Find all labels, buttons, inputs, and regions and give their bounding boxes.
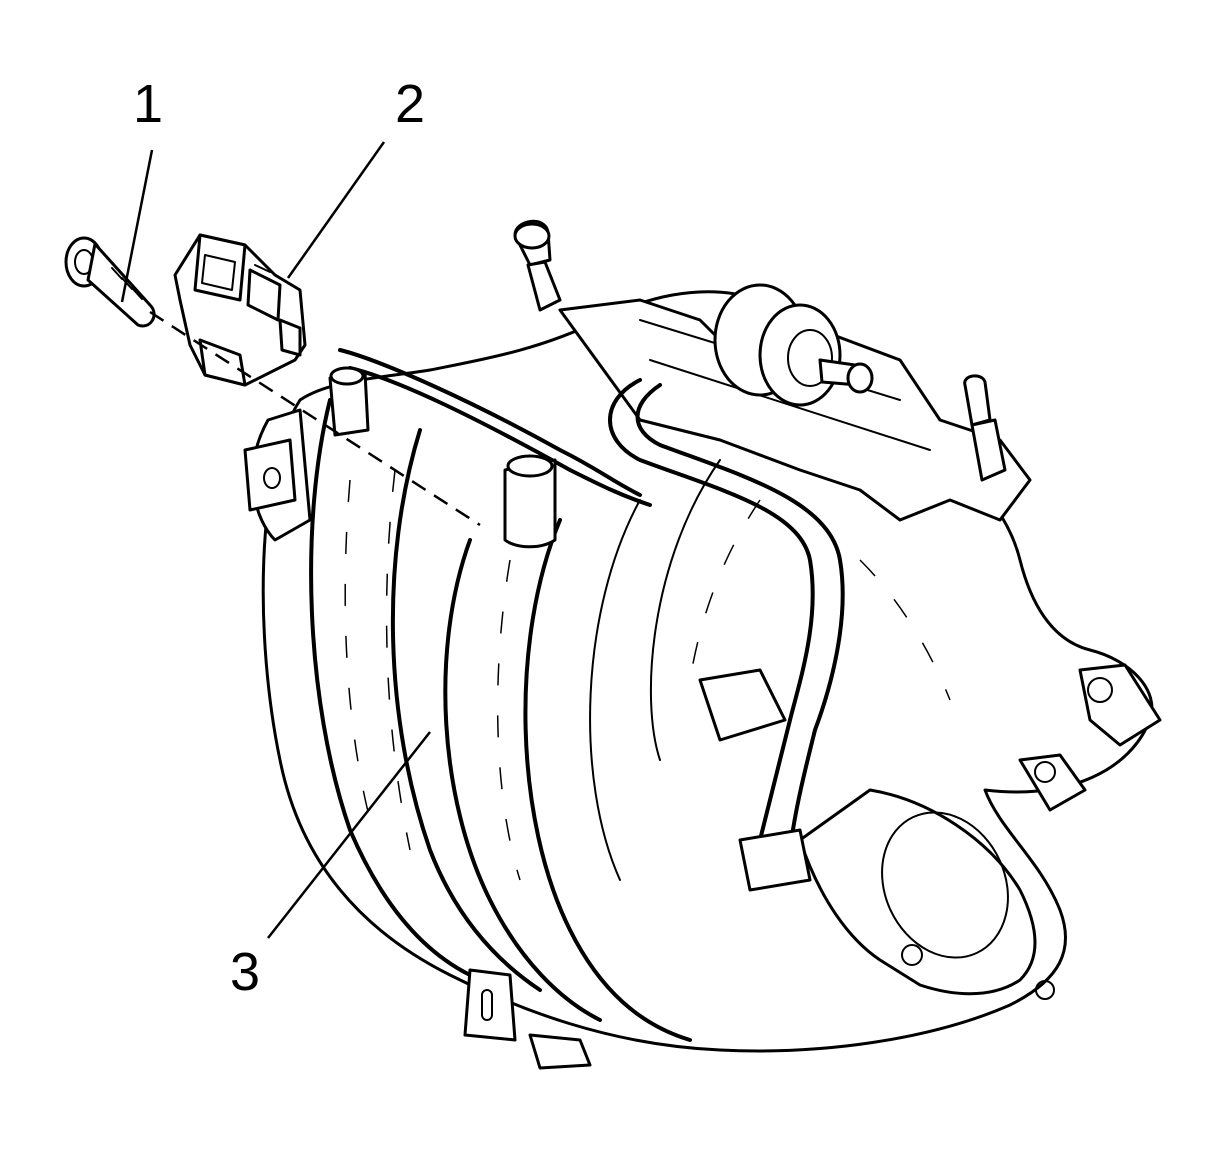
callout-label-2: 2 — [395, 74, 425, 134]
leader-line-1 — [120, 149, 154, 303]
installation-path — [149, 310, 481, 527]
callout-label-1: 1 — [133, 74, 163, 134]
sensor-icon — [173, 233, 307, 387]
leader-lines — [120, 141, 481, 939]
callout-label-3: 3 — [230, 942, 260, 1002]
leader-line-2 — [286, 141, 386, 279]
bolt-icon — [64, 236, 156, 328]
leader-line-3 — [267, 731, 431, 939]
intake-manifold-icon — [243, 220, 1162, 1070]
